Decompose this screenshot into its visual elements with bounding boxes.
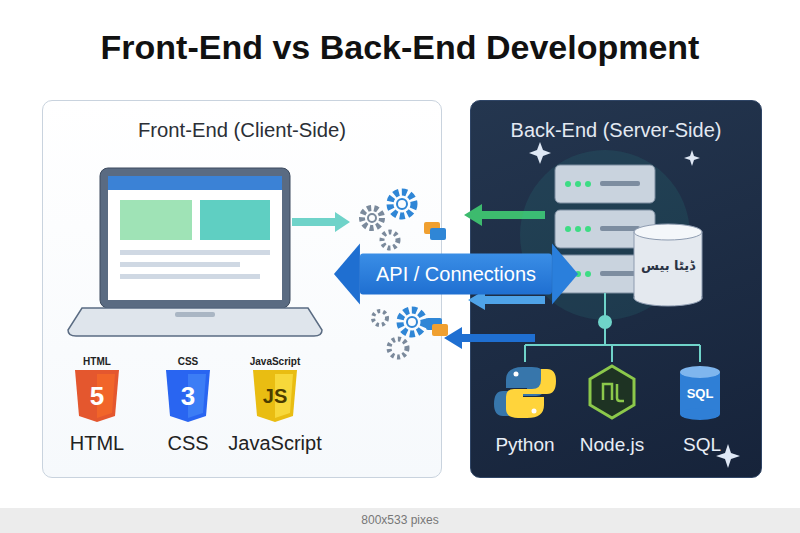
nodejs-logo [590,366,634,418]
icon-text: CSS [178,356,199,367]
html-shield [75,370,119,422]
icon-text: JS [263,385,287,407]
tech-label: SQL [683,435,721,456]
laptop-icon [68,168,322,336]
tech-label: CSS [167,432,208,454]
tech-label: JavaScript [228,432,321,454]
database-label: ڈیٹا بیس [641,259,695,273]
icon-text: 3 [181,382,195,411]
sparkles [529,142,740,468]
panel-heading: Front-End (Client-Side) [43,119,441,142]
icon-text: JavaScript [250,356,301,367]
banner-arrowhead [334,244,360,305]
sql-icon [680,366,720,420]
icon-text: 5 [90,382,104,411]
tech-label: Python [495,435,554,456]
css-shield [166,370,210,422]
tech-label: HTML [70,432,124,454]
connector-label: API / Connections [360,254,552,295]
tech-label: Node.js [580,435,644,456]
server-stand [525,293,700,362]
panel-heading: Back-End (Server-Side) [471,119,761,142]
caption-band [0,508,800,533]
diagram-title: Front-End vs Back-End Development [101,29,700,66]
icon-text: HTML [83,356,111,367]
js-shield [253,370,297,422]
icon-text: SQL [687,387,714,401]
python-logo [494,367,556,418]
card [0,0,800,508]
banner-arrowhead [552,244,578,305]
database-icon [634,224,702,306]
image-caption: 800x533 pixes [361,514,438,527]
